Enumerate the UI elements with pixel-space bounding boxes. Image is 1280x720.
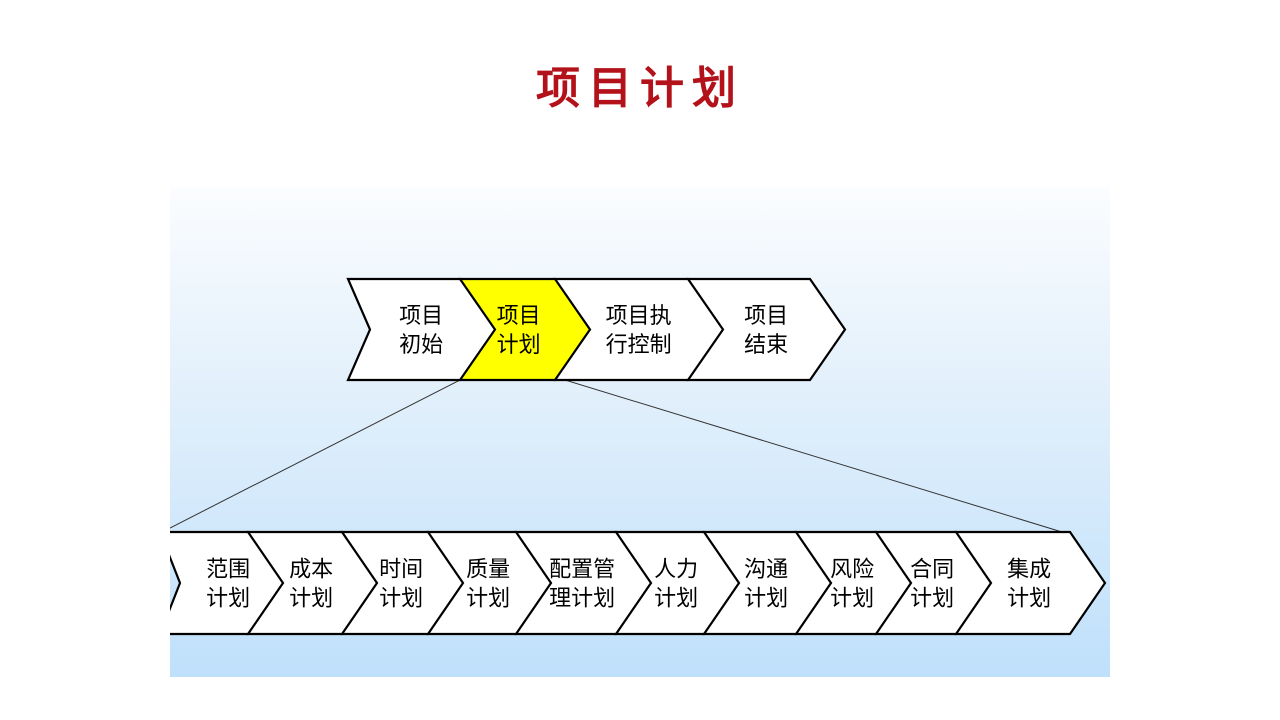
connector-lines [170, 379, 1063, 533]
sub-plan-chevron-label-line: 范围 [206, 558, 250, 583]
phase-chevron-label-line: 项目 [497, 304, 541, 329]
phase-chevron-label-line: 结束 [744, 333, 788, 358]
sub-plan-chevron-label-line: 计划 [744, 587, 788, 612]
sub-plan-chevron-label-line: 合同 [910, 558, 954, 583]
sub-plan-chevron-label-line: 计划 [289, 587, 333, 612]
sub-plan-chevron-label-line: 计划 [206, 587, 250, 612]
sub-plan-chevron-label-line: 配置管 [549, 558, 615, 583]
sub-plan-chevron-label-line: 计划 [1007, 587, 1051, 612]
sub-plan-chevron-label-line: 计划 [466, 587, 510, 612]
sub-plan-chevron-label-line: 理计划 [549, 587, 615, 612]
phase-chevron-2: 项目计划 [458, 277, 592, 382]
sub-plan-chevron-label-line: 质量 [466, 558, 510, 583]
phase-chevron-shape [346, 277, 497, 382]
connector-line-left [170, 379, 461, 529]
phase-chevron-label-line: 项目 [399, 304, 443, 329]
sub-plan-chevron-label-line: 集成 [1007, 558, 1051, 583]
sub-plan-chevron-shape [170, 530, 285, 636]
sub-plan-chevron-label-line: 成本 [289, 558, 333, 583]
sub-plan-chevron-label-line: 计划 [910, 587, 954, 612]
connector-line-right [564, 379, 1063, 533]
slide-title: 项目计划 [536, 63, 744, 114]
phase-chevron-label-line: 项目执 [606, 304, 672, 329]
sub-plan-chevron-label-line: 人力 [654, 558, 698, 583]
sub-plan-chevron-label-line: 计划 [654, 587, 698, 612]
phase-chevron-label-line: 初始 [399, 333, 443, 358]
sub-plan-chevron-label-line: 时间 [379, 558, 423, 583]
sub-plan-chevron-label-line: 风险 [830, 558, 874, 583]
diagram-panel: 项目结束项目执行控制项目计划项目初始 集成计划合同计划风险计划沟通计划人力计划配… [170, 186, 1110, 677]
sub-plan-chevron-row: 集成计划合同计划风险计划沟通计划人力计划配置管理计划质量计划时间计划成本计划范围… [170, 530, 1107, 636]
sub-plan-chevron-label-line: 计划 [830, 587, 874, 612]
phase-chevron-label-line: 行控制 [606, 333, 672, 358]
phase-chevron-label-line: 计划 [497, 333, 541, 358]
sub-plan-chevron-label-line: 沟通 [744, 558, 788, 583]
phase-chevron-label-line: 项目 [744, 304, 788, 329]
sub-plan-chevron-label-line: 计划 [379, 587, 423, 612]
